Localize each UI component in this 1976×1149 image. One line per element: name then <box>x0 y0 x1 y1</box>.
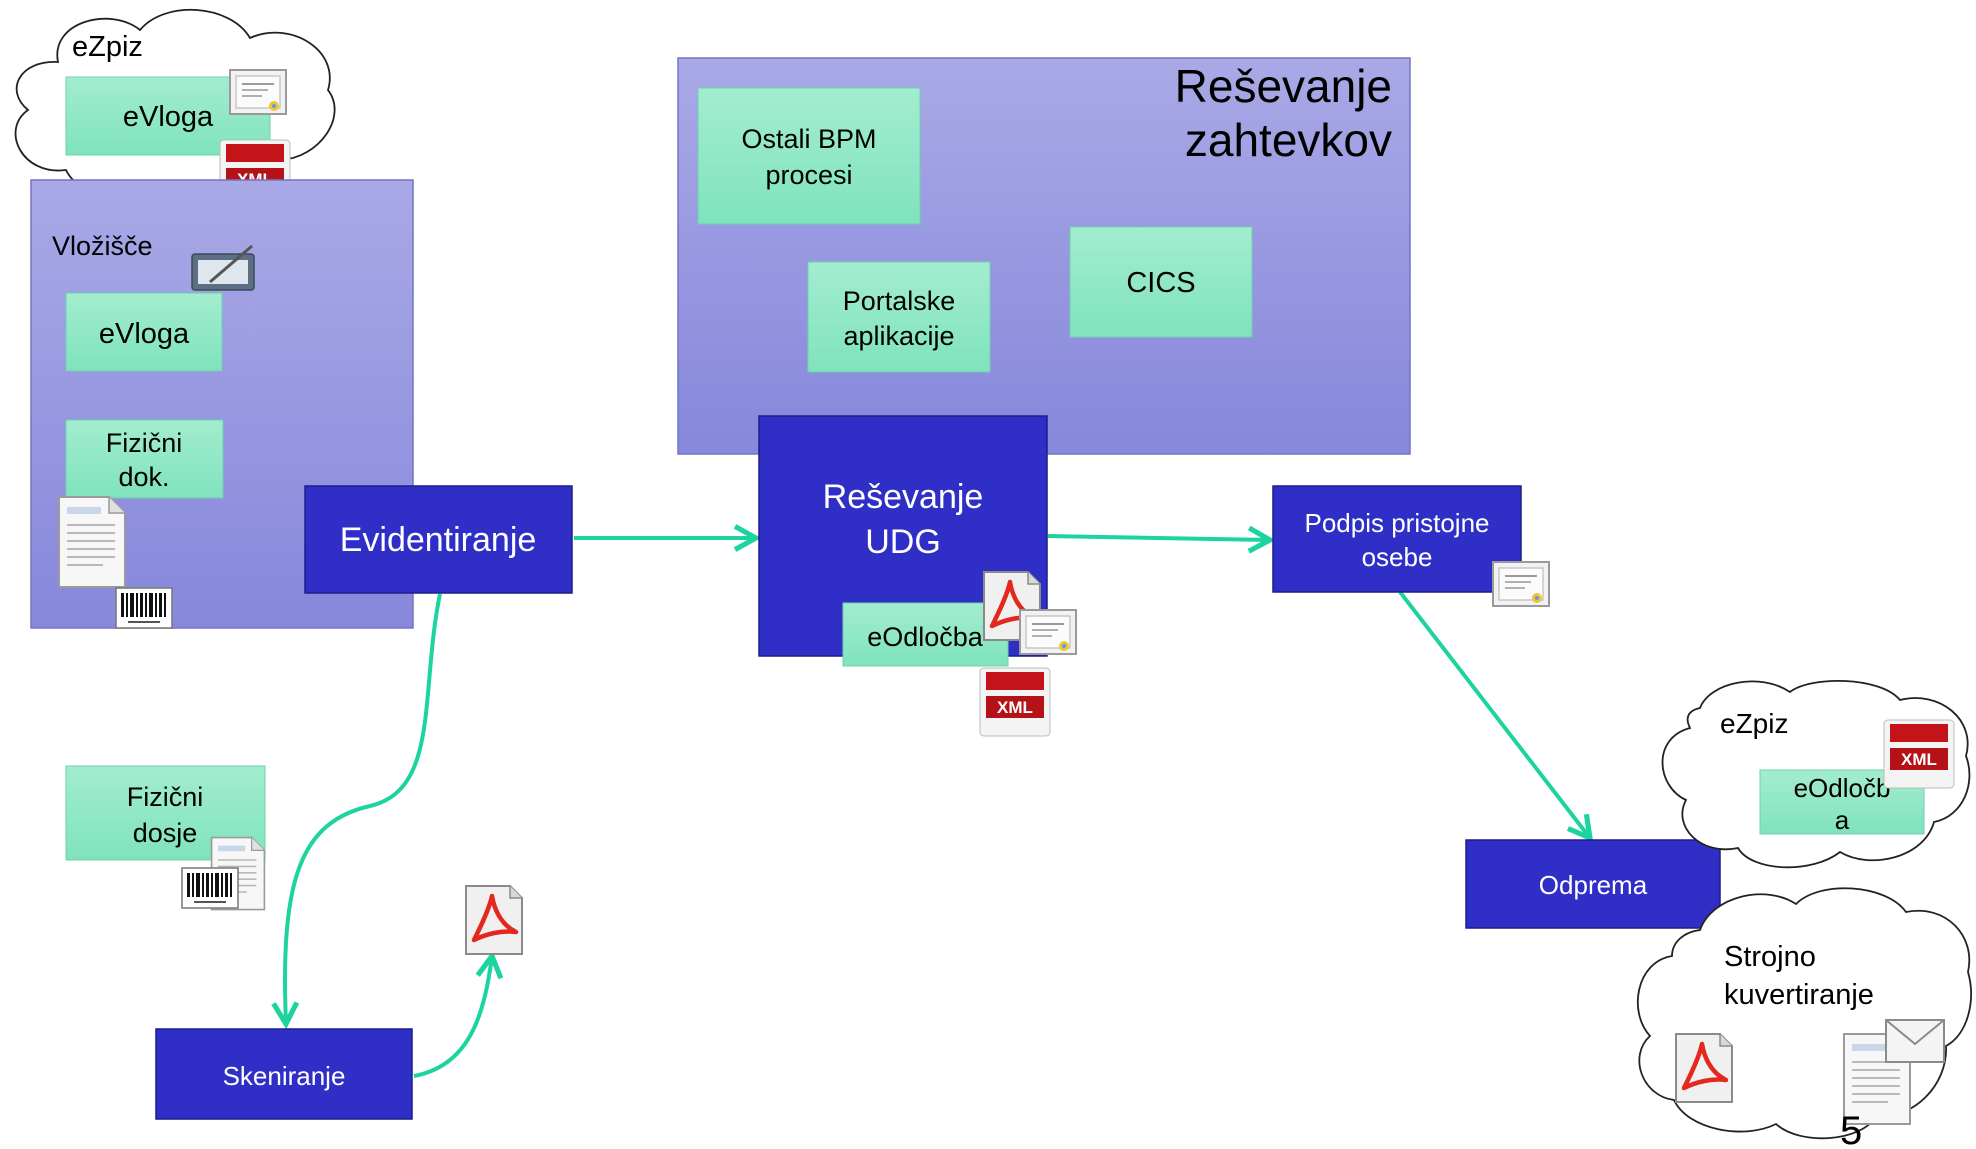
evidentiranje-box[interactable] <box>304 485 573 594</box>
podpis-line1: Podpis pristojne <box>1305 508 1490 538</box>
fizicni-dok-line1: Fizični <box>106 428 183 458</box>
fizicni-dok-line2: dok. <box>118 462 169 492</box>
arrow-skeniranje-to-pdf <box>413 956 492 1078</box>
arrow-podpis-to-odprema <box>1398 590 1590 838</box>
odprema-label: Odprema <box>1539 870 1648 900</box>
xml-label: XML <box>1901 750 1937 769</box>
ostali-bpm-line2: procesi <box>765 160 852 190</box>
ostali-bpm-line1: Ostali BPM <box>741 124 876 154</box>
evloga-box[interactable] <box>65 292 223 372</box>
certificate-icon <box>1019 609 1077 655</box>
envelope-icon <box>1885 1019 1945 1063</box>
xml-file-icon: XML <box>1883 719 1955 789</box>
fizicni-dosje-line2: dosje <box>133 818 198 848</box>
evidentiranje-label: Evidentiranje <box>340 521 537 559</box>
eodlocba-cloud-line1: eOdločb <box>1794 773 1891 803</box>
resevanje-zahtevkov-title-line2: zahtevkov <box>1185 114 1392 166</box>
barcode-icon <box>115 587 173 629</box>
pdf-icon <box>466 886 522 954</box>
xml-file-icon: XML <box>979 667 1051 737</box>
fizicni-dok-box[interactable] <box>65 419 224 499</box>
resevanje-udg-line2: UDG <box>865 523 941 561</box>
pdf-icon <box>1676 1034 1732 1102</box>
certificate-icon <box>1492 561 1550 607</box>
xml-label: XML <box>997 698 1033 717</box>
cics-label: CICS <box>1126 267 1195 299</box>
cloud-ezpiz-top-label: eZpiz <box>72 31 143 63</box>
portalske-line2: aplikacije <box>843 321 954 351</box>
evloga-cloud-label: eVloga <box>123 101 214 133</box>
page-number: 5 <box>1840 1109 1862 1149</box>
resevanje-zahtevkov-title-line1: Reševanje <box>1175 60 1392 112</box>
podpis-box[interactable] <box>1272 485 1522 593</box>
cloud-ezpiz-right-label: eZpiz <box>1720 708 1788 739</box>
ostali-bpm-box[interactable] <box>697 87 921 225</box>
certificate-icon <box>229 69 287 115</box>
podpis-line2: osebe <box>1362 542 1433 572</box>
resevanje-udg-line1: Reševanje <box>823 478 984 516</box>
portalske-line1: Portalske <box>843 286 956 316</box>
eodlocba-cloud-line2: a <box>1835 805 1850 835</box>
kuvertiranje-line2: kuvertiranje <box>1724 979 1874 1011</box>
arrow-evidentiranje-to-skeniranje <box>285 593 442 1024</box>
evloga-label: eVloga <box>99 318 190 350</box>
odprema-box[interactable] <box>1465 839 1721 929</box>
document-icon <box>58 496 126 588</box>
kuvertiranje-line1: Strojno <box>1724 941 1816 973</box>
eodlocba-box[interactable] <box>842 602 1009 667</box>
skeniranje-box[interactable] <box>155 1028 413 1120</box>
vlozisce-label: Vložišče <box>52 231 153 261</box>
barcode-icon <box>181 867 239 909</box>
cics-box[interactable] <box>1069 226 1253 338</box>
skeniranje-label: Skeniranje <box>223 1061 346 1091</box>
portalske-aplikacije-box[interactable] <box>807 261 991 373</box>
arrow-resevanje-to-podpis <box>1047 536 1270 540</box>
fizicni-dosje-line1: Fizični <box>127 782 204 812</box>
eodlocba-label: eOdločba <box>867 622 984 652</box>
